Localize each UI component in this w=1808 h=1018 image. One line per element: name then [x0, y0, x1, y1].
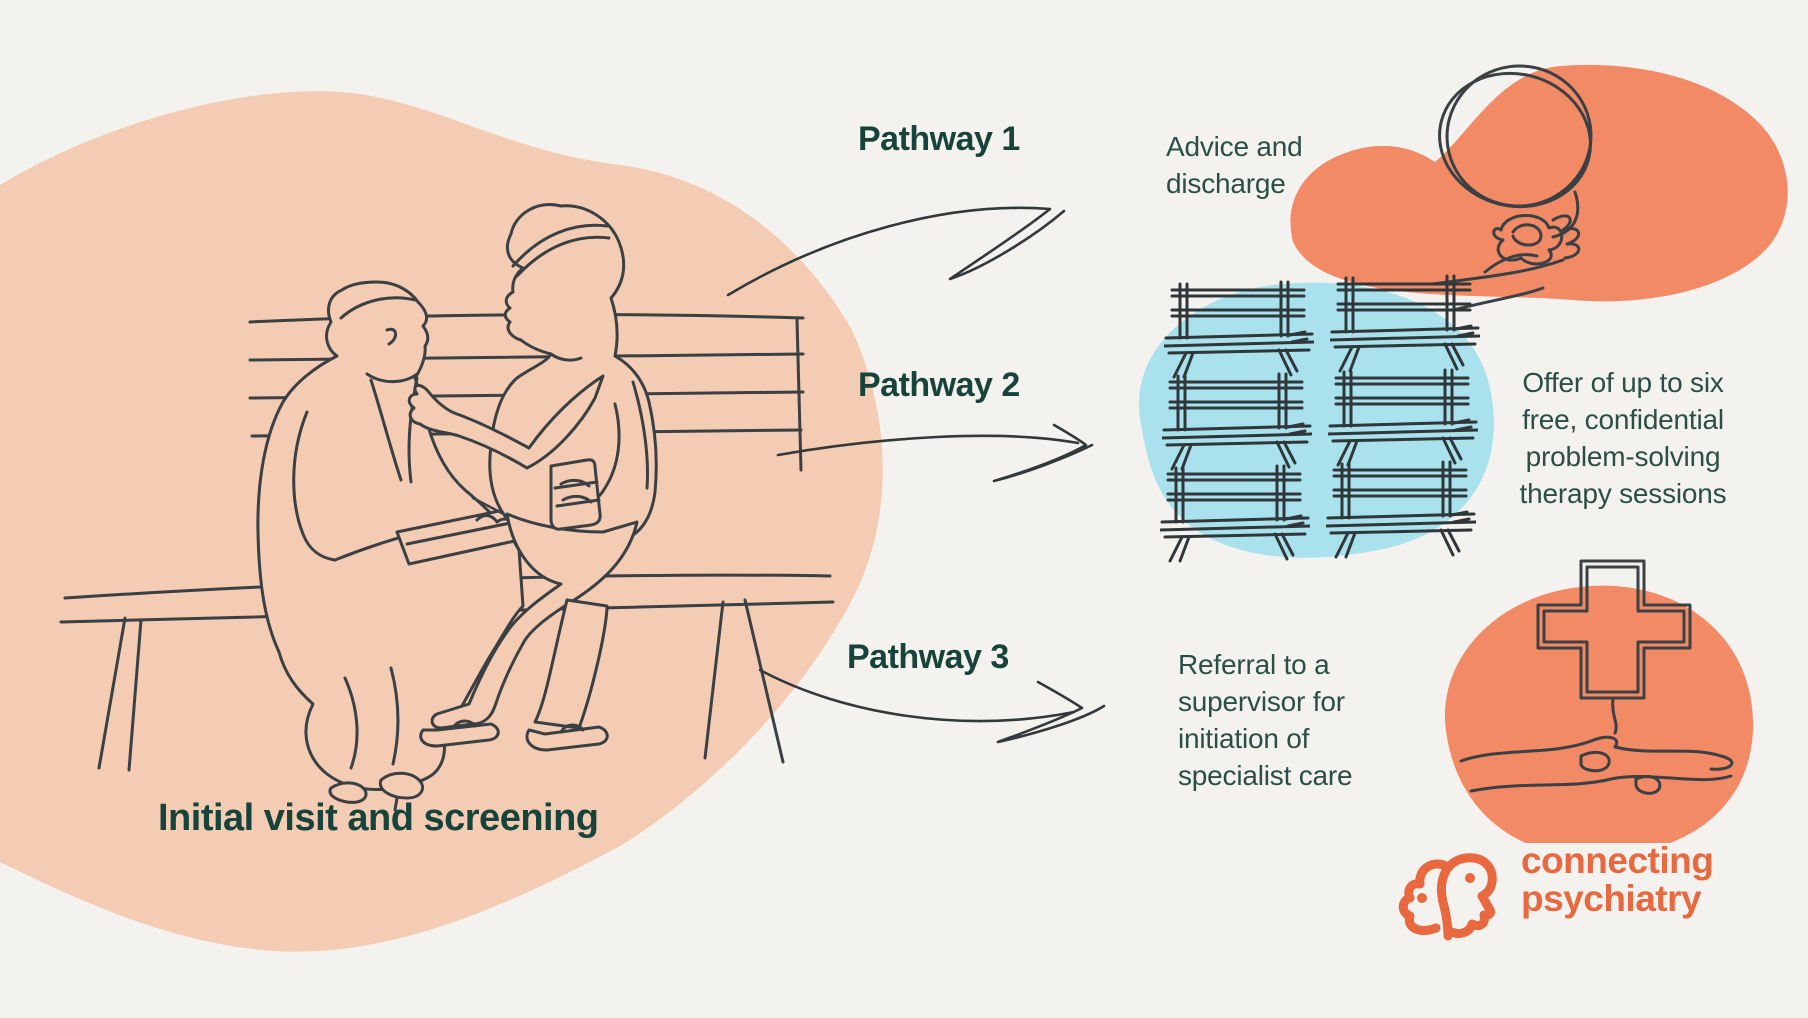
medical-cross-in-hands-icon [1445, 559, 1754, 843]
pathway-3-description: Referral to a supervisor for initiation … [1178, 646, 1353, 794]
blue-blob [1138, 282, 1494, 558]
logo-line-1: connecting [1521, 840, 1714, 881]
pathway-1-line-1: Advice and [1166, 131, 1303, 162]
pathway-1-line-2: discharge [1166, 168, 1286, 199]
pathway-3-line-4: specialist care [1178, 760, 1353, 791]
pathway-2-description: Offer of up to six free, confidential pr… [1492, 364, 1754, 512]
stage-caption: Initial visit and screening [158, 797, 599, 839]
pathway-2-label: Pathway 2 [858, 366, 1020, 404]
pathway-2-line-3: problem-solving [1525, 441, 1721, 472]
pathway-1-label: Pathway 1 [858, 120, 1020, 158]
two-people-talking-on-bench-icon [59, 203, 835, 812]
pathway-2-line-4: therapy sessions [1519, 478, 1727, 509]
hand-holding-thread-loop-icon [1290, 64, 1788, 312]
two-head-profiles-icon [1398, 853, 1497, 941]
pathway-3-line-1: Referral to a [1178, 649, 1330, 680]
pathway-3-arrow-icon [758, 668, 1106, 744]
logo-line-2: psychiatry [1521, 878, 1702, 919]
pathway-1-arrow-icon [726, 206, 1066, 297]
pathway-2-arrow-icon [776, 423, 1094, 483]
pathway-3-label: Pathway 3 [847, 638, 1009, 676]
pathway-1-description: Advice and discharge [1166, 128, 1303, 202]
orange-blob [1445, 585, 1754, 843]
six-benches-icon [1138, 274, 1494, 563]
pathway-3-line-2: supervisor for [1178, 686, 1345, 717]
pathway-2-line-1: Offer of up to six [1522, 367, 1724, 398]
pathway-3-line-3: initiation of [1178, 723, 1310, 754]
logo-wordmark: connecting psychiatry [1521, 840, 1714, 919]
pathway-2-line-2: free, confidential [1522, 404, 1724, 435]
patient-figure [407, 203, 658, 752]
